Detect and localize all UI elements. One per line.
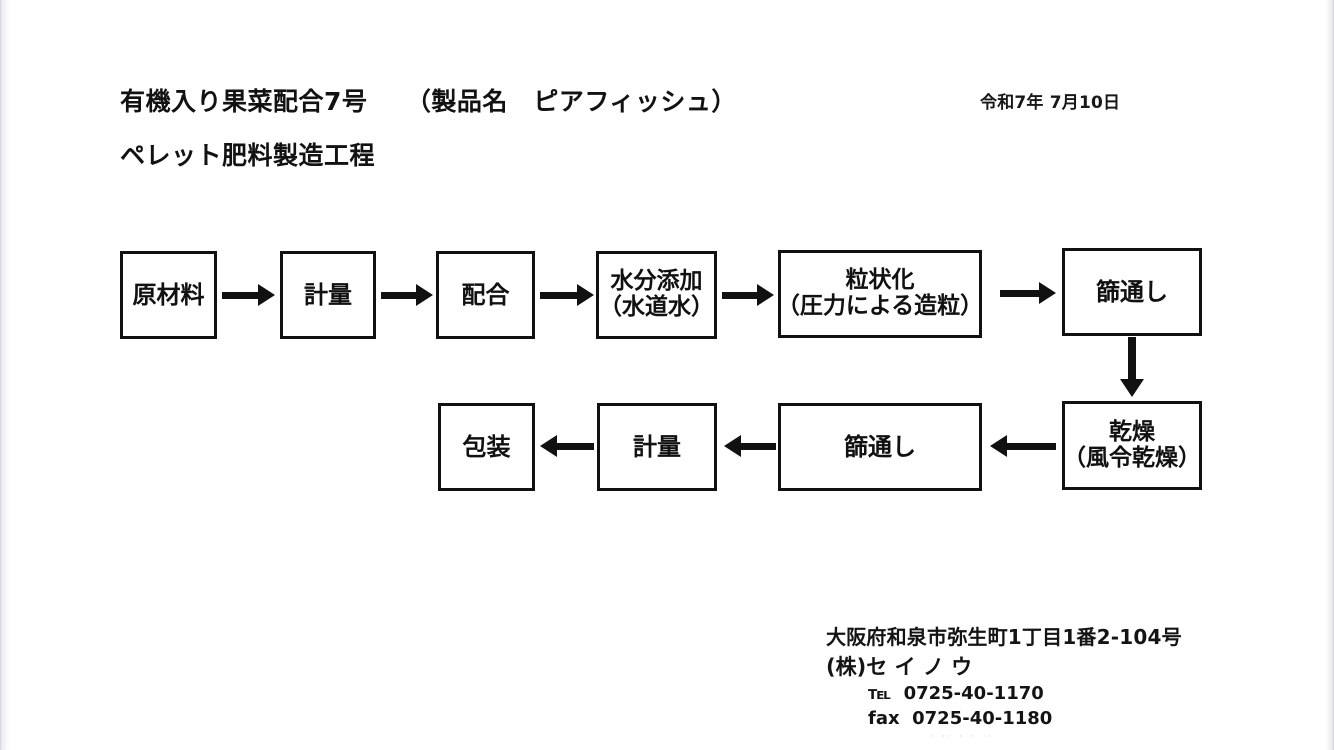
flow-box-label: 粒状化 <box>845 267 915 294</box>
company-address: 大阪府和泉市弥生町1丁目1番2-104号 <box>826 625 1182 649</box>
company-telephone: ℡ 0725-40-1170 <box>868 683 1044 705</box>
scan-noise-artifact: · ·· · · ·· <box>930 732 995 742</box>
flow-box-label: 包装 <box>462 432 511 461</box>
company-fax: fax 0725-40-1180 <box>868 707 1053 729</box>
flow-box-sublabel: （圧力による造粒） <box>776 293 984 319</box>
flow-box-blending: 配合 <box>436 251 535 339</box>
flow-box-granulation: 粒状化 （圧力による造粒） <box>776 250 984 338</box>
flow-box-label: 篩通し <box>1096 277 1168 306</box>
document-title-line-2: ペレット肥料製造工程 <box>120 141 376 170</box>
document-date: 令和7年 7月10日 <box>980 93 1121 113</box>
flow-box-label: 計量 <box>633 432 681 461</box>
flow-box-drying: 乾燥 （風令乾燥） <box>1062 401 1202 490</box>
flow-box-label: 原材料 <box>132 280 205 309</box>
flow-box-sublabel: （風令乾燥） <box>1063 444 1201 471</box>
flow-box-sieving-1: 篩通し <box>1062 248 1202 336</box>
flow-box-label: 配合 <box>461 280 510 309</box>
flow-box-packaging: 包装 <box>438 403 535 491</box>
flow-box-water-adding: 水分添加 （水道水） <box>596 251 717 339</box>
flow-box-label: 乾燥 <box>1109 418 1155 445</box>
flow-box-label: 計量 <box>304 280 352 309</box>
flow-box-weighing-1: 計量 <box>280 251 376 339</box>
company-contact-block: 大阪府和泉市弥生町1丁目1番2-104号 (株)セ イ ノ ウ ℡ 0725-4… <box>826 624 1226 731</box>
flow-box-sublabel: （水道水） <box>599 294 714 320</box>
document-title-line-1: 有機入り果菜配合7号 （製品名 ピアフィッシュ） <box>120 87 737 116</box>
flow-box-label: 水分添加 <box>610 268 703 295</box>
flow-box-raw-material: 原材料 <box>120 251 217 339</box>
flow-box-sieving-2: 篩通し <box>778 403 982 491</box>
company-name: (株)セ イ ノ ウ <box>826 655 973 679</box>
flow-box-weighing-2: 計量 <box>597 403 717 491</box>
flow-box-label: 篩通し <box>844 432 916 461</box>
